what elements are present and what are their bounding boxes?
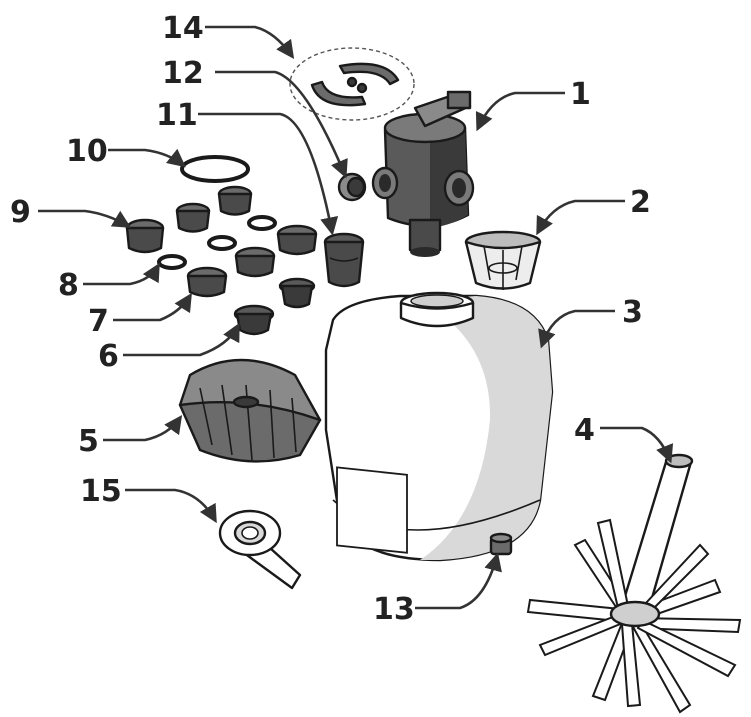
- callout-12: 12: [162, 56, 204, 91]
- filter-base: [178, 358, 322, 463]
- callout-numbers: 1 2 3 4 5 6 7 8 9 10 11 12 13 14 15: [10, 11, 651, 627]
- callout-4: 4: [574, 413, 595, 448]
- leader-lines: [38, 25, 674, 610]
- valve-clamp: [289, 47, 415, 121]
- callout-3: 3: [622, 295, 643, 330]
- union-nut: [186, 224, 318, 298]
- callout-13: 13: [373, 592, 415, 627]
- ptfe-tape-roll: [218, 509, 302, 590]
- valve-o-ring: [180, 155, 250, 183]
- callout-6: 6: [98, 339, 119, 374]
- callout-8: 8: [58, 268, 79, 303]
- callout-11: 11: [156, 98, 198, 133]
- tail-piece: [323, 232, 365, 288]
- filter-tank: [324, 291, 554, 562]
- callout-1: 1: [570, 77, 591, 112]
- callout-9: 9: [10, 195, 31, 230]
- callout-14: 14: [162, 11, 204, 46]
- callout-10: 10: [66, 134, 108, 169]
- tank-label-plate: [336, 466, 408, 554]
- sight-glass-cup: [464, 230, 542, 290]
- union-fitting: [233, 277, 316, 336]
- callout-15: 15: [80, 474, 122, 509]
- callout-7: 7: [88, 304, 109, 339]
- callout-2: 2: [630, 185, 651, 220]
- callout-5: 5: [78, 424, 99, 459]
- multiport-valve: [371, 90, 475, 257]
- hose-tail: [125, 185, 253, 254]
- gauge-adapter: [337, 172, 367, 202]
- drain-plug: [489, 532, 513, 556]
- o-rings: [157, 215, 277, 270]
- lateral-standpipe: [526, 453, 742, 714]
